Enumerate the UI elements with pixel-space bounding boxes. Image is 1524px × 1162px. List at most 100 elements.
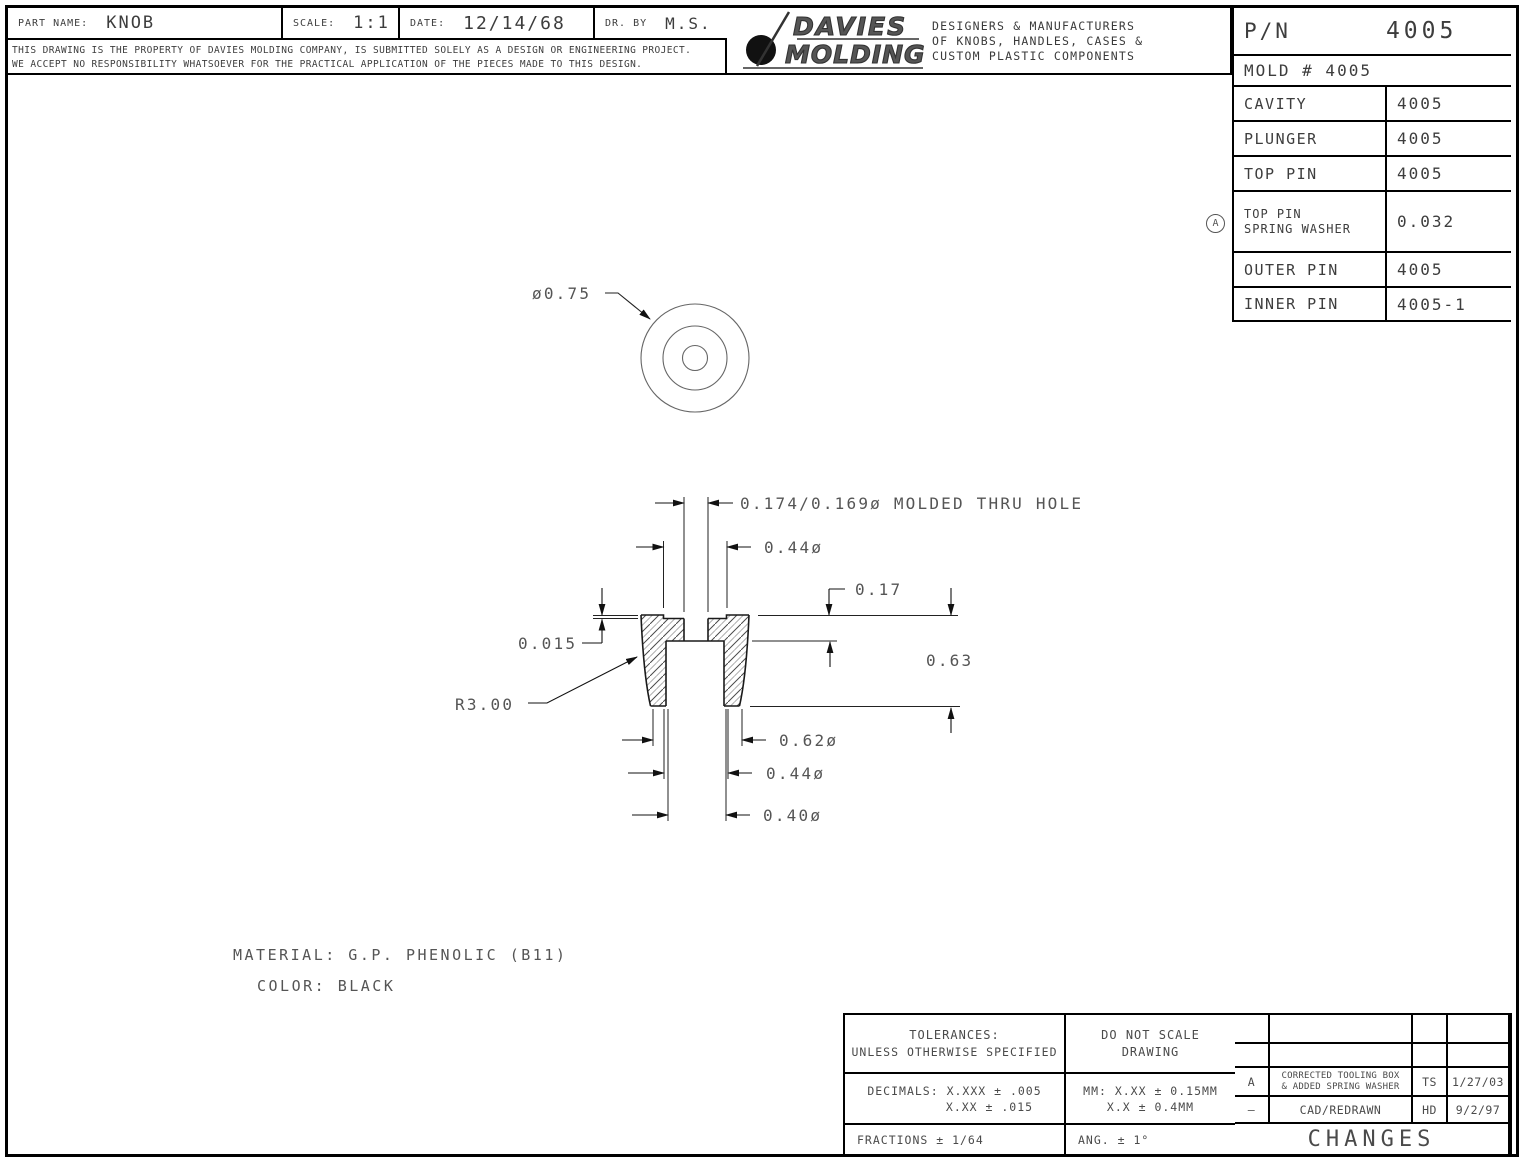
title-block-row: PART NAME: KNOB SCALE: 1:1 DATE: 12/14/6… bbox=[8, 8, 727, 40]
changes-empty-cell bbox=[1270, 1015, 1411, 1042]
change-row-description: CORRECTED TOOLING BOX & ADDED SPRING WAS… bbox=[1270, 1068, 1411, 1095]
change-row-date: 1/27/03 bbox=[1448, 1068, 1508, 1095]
logo-block: DAVIES MOLDING DESIGNERS & MANUFACTURERS… bbox=[727, 8, 1232, 75]
changes-empty-cell bbox=[1235, 1015, 1268, 1042]
section-view bbox=[640, 614, 750, 707]
spring-washer-label-2: SPRING WASHER bbox=[1244, 221, 1351, 236]
change-row-rev: – bbox=[1235, 1097, 1268, 1122]
recess-circle bbox=[662, 325, 728, 391]
decimals-cell: DECIMALS: X.XXX ± .005 X.XX ± .015 bbox=[845, 1074, 1064, 1123]
part-name-value: KNOB bbox=[106, 13, 156, 33]
dim-thru-hole: 0.174/0.169ø MOLDED THRU HOLE bbox=[740, 494, 1083, 513]
right-wall-hatch bbox=[708, 615, 749, 706]
dim-bottom-outer-dia: 0.62ø bbox=[779, 731, 838, 750]
drawn-by-value: M.S. bbox=[665, 13, 712, 33]
change-row-date: 9/2/97 bbox=[1448, 1097, 1508, 1122]
dim-top-wall: 0.17 bbox=[855, 580, 902, 599]
changes-empty-cell bbox=[1235, 1044, 1268, 1066]
outer-pin-label: OUTER PIN bbox=[1234, 253, 1385, 286]
dim-height: 0.63 bbox=[926, 651, 973, 670]
date-value: 12/14/68 bbox=[463, 12, 566, 34]
fractions-cell: FRACTIONS ± 1/64 bbox=[845, 1125, 1064, 1154]
tagline-line-3: CUSTOM PLASTIC COMPONENTS bbox=[932, 49, 1136, 63]
mm-line-1: MM: X.XX ± 0.15MM bbox=[1083, 1083, 1218, 1098]
section-outline bbox=[640, 614, 750, 707]
thru-hole-circle bbox=[681, 344, 709, 372]
dim-cavity-dia: 0.44ø bbox=[766, 764, 825, 783]
dim-top-recess-dia: 0.44ø bbox=[764, 538, 823, 557]
logo-text-davies: DAVIES bbox=[793, 12, 907, 41]
mm-cell: MM: X.XX ± 0.15MM X.X ± 0.4MM bbox=[1066, 1074, 1235, 1123]
dim-top-view-dia: ø0.75 bbox=[532, 284, 591, 303]
cavity-value: 4005 bbox=[1387, 87, 1511, 120]
scale-label: SCALE: bbox=[293, 17, 336, 29]
changes-empty-cell bbox=[1413, 1015, 1446, 1042]
disclaimer-line-2: WE ACCEPT NO RESPONSIBILITY WHATSOEVER F… bbox=[12, 59, 643, 70]
color-note: COLOR: BLACK bbox=[257, 977, 396, 995]
mold-number-row: MOLD # 4005 bbox=[1234, 56, 1511, 85]
dim-cavity-opening-dia: 0.40ø bbox=[763, 806, 822, 825]
change-row-by: HD bbox=[1413, 1097, 1446, 1122]
changes-title: CHANGES bbox=[1235, 1124, 1508, 1154]
outer-pin-value: 4005 bbox=[1387, 253, 1511, 286]
tolerances-header-cell: TOLERANCES: UNLESS OTHERWISE SPECIFIED bbox=[845, 1015, 1064, 1072]
spring-washer-cell: TOP PIN SPRING WASHER bbox=[1234, 192, 1385, 251]
revision-a-marker: A bbox=[1206, 214, 1225, 233]
decimals-line-2: X.XX ± .015 bbox=[945, 1099, 1034, 1114]
change-row-description: CAD/REDRAWN bbox=[1270, 1097, 1411, 1122]
disclaimer-block: THIS DRAWING IS THE PROPERTY OF DAVIES M… bbox=[8, 40, 727, 75]
logo-slash-icon bbox=[755, 11, 791, 67]
dim-side-radius: R3.00 bbox=[455, 695, 514, 714]
mm-line-2: X.X ± 0.4MM bbox=[1106, 1099, 1195, 1114]
do-not-scale-line-1: DO NOT SCALE bbox=[1101, 1027, 1200, 1042]
changes-empty-cell bbox=[1270, 1044, 1411, 1066]
left-wall-hatch bbox=[641, 615, 684, 706]
davies-molding-logo: DAVIES MOLDING bbox=[743, 11, 926, 70]
tolerances-table: TOLERANCES: UNLESS OTHERWISE SPECIFIED D… bbox=[843, 1013, 1235, 1154]
top-pin-value: 4005 bbox=[1387, 157, 1511, 190]
tolerances-title: TOLERANCES: bbox=[909, 1028, 1000, 1042]
plunger-value: 4005 bbox=[1387, 122, 1511, 155]
inner-pin-label: INNER PIN bbox=[1234, 288, 1385, 320]
part-name-cell: PART NAME: KNOB bbox=[8, 8, 283, 38]
changes-table: A CORRECTED TOOLING BOX & ADDED SPRING W… bbox=[1235, 1013, 1512, 1154]
tagline-line-2: OF KNOBS, HANDLES, CASES & bbox=[932, 34, 1144, 48]
rim-top-right bbox=[707, 614, 749, 641]
tolerances-subtitle: UNLESS OTHERWISE SPECIFIED bbox=[851, 1045, 1058, 1059]
cavity-label: CAVITY bbox=[1234, 87, 1385, 120]
part-number-table: P/N 4005 MOLD # 4005 CAVITY 4005 PLUNGER… bbox=[1232, 8, 1511, 322]
angles-tolerance: ANG. ± 1° bbox=[1078, 1132, 1150, 1147]
outer-wall-right bbox=[738, 614, 750, 707]
part-name-label: PART NAME: bbox=[18, 17, 89, 29]
disclaimer-line-1: THIS DRAWING IS THE PROPERTY OF DAVIES M… bbox=[12, 45, 692, 56]
sheet-border bbox=[5, 5, 1519, 1157]
do-not-scale-line-2: DRAWING bbox=[1121, 1044, 1180, 1059]
do-not-scale-cell: DO NOT SCALE DRAWING bbox=[1066, 1015, 1235, 1072]
logo-circle-icon bbox=[746, 35, 776, 65]
top-pin-label: TOP PIN bbox=[1234, 157, 1385, 190]
dimension-lines bbox=[528, 499, 955, 819]
changes-empty-cell bbox=[1448, 1015, 1508, 1042]
date-cell: DATE: 12/14/68 bbox=[400, 8, 595, 38]
outer-circle bbox=[640, 303, 750, 413]
scale-value: 1:1 bbox=[353, 13, 390, 33]
logo-tagline: DESIGNERS & MANUFACTURERS OF KNOBS, HAND… bbox=[932, 8, 1143, 73]
spring-washer-label-1: TOP PIN bbox=[1244, 206, 1302, 221]
drawn-by-cell: DR. BY M.S. bbox=[595, 8, 727, 38]
pn-label: P/N bbox=[1244, 19, 1291, 43]
pn-row: P/N 4005 bbox=[1234, 8, 1511, 54]
tagline-line-1: DESIGNERS & MANUFACTURERS bbox=[932, 19, 1136, 33]
drawn-by-label: DR. BY bbox=[605, 17, 648, 29]
dia-075-leader bbox=[605, 292, 651, 320]
changes-empty-cell bbox=[1413, 1044, 1446, 1066]
change-row-by: TS bbox=[1413, 1068, 1446, 1095]
material-note: MATERIAL: G.P. PHENOLIC (B11) bbox=[233, 946, 568, 964]
rim-top-left bbox=[641, 614, 685, 641]
logo-text-molding: MOLDING bbox=[785, 40, 926, 69]
changes-empty-cell bbox=[1448, 1044, 1508, 1066]
fractions-tolerance: FRACTIONS ± 1/64 bbox=[857, 1132, 984, 1147]
change-row-rev: A bbox=[1235, 1068, 1268, 1095]
change-desc-line-1: CORRECTED TOOLING BOX bbox=[1281, 1070, 1400, 1081]
